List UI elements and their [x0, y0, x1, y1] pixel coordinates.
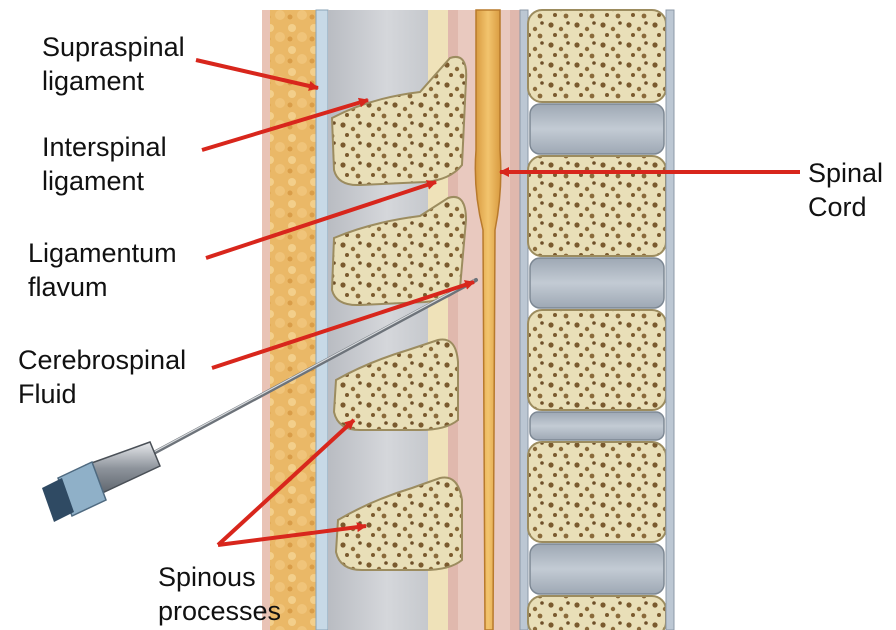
vertebral-body	[528, 442, 666, 542]
label-line: Spinal	[808, 156, 883, 190]
label-line: Cord	[808, 190, 883, 224]
intervertebral-disc	[530, 544, 664, 594]
vertebral-body	[528, 596, 666, 630]
label-line: flavum	[28, 270, 177, 304]
intervertebral-disc	[530, 258, 664, 308]
vertebral-body	[528, 10, 666, 102]
label-spinal-cord: Spinal Cord	[808, 156, 883, 224]
intervertebral-disc	[530, 412, 664, 440]
label-line: Ligamentum	[28, 236, 177, 270]
label-line: ligament	[42, 64, 185, 98]
label-line: processes	[158, 594, 281, 628]
posterior-longitudinal-ligament	[520, 10, 528, 630]
label-line: Spinous	[158, 560, 281, 594]
label-line: Supraspinal	[42, 30, 185, 64]
supraspinal-ligament-band	[316, 10, 328, 630]
vertebral-body	[528, 310, 666, 410]
vertebral-column	[528, 10, 674, 630]
label-interspinal-ligament: Interspinal ligament	[42, 130, 167, 198]
label-line: Interspinal	[42, 130, 167, 164]
label-spinous-processes: Spinous processes	[158, 560, 281, 628]
label-line: Fluid	[18, 377, 186, 411]
label-supraspinal-ligament: Supraspinal ligament	[42, 30, 185, 98]
anterior-ligament	[666, 10, 674, 630]
label-line: Cerebrospinal	[18, 343, 186, 377]
label-cerebrospinal-fluid: Cerebrospinal Fluid	[18, 343, 186, 411]
label-ligamentum-flavum: Ligamentum flavum	[28, 236, 177, 304]
intervertebral-disc	[530, 104, 664, 154]
label-line: ligament	[42, 164, 167, 198]
